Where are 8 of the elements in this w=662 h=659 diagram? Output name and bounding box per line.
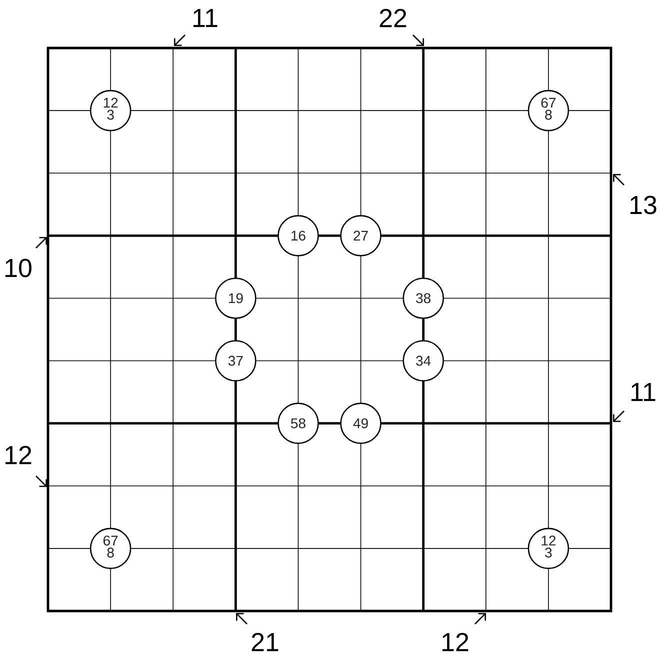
clue-number: 22 [380, 8, 406, 28]
clue-number: 11 [631, 383, 656, 401]
clue-number: 10 [6, 258, 32, 278]
clue-number: 21 [252, 632, 278, 652]
clue-number: 11 [193, 9, 218, 27]
clue-number: 13 [630, 196, 656, 214]
clue-number: 12 [6, 446, 32, 464]
clue-number: 12 [442, 632, 468, 652]
